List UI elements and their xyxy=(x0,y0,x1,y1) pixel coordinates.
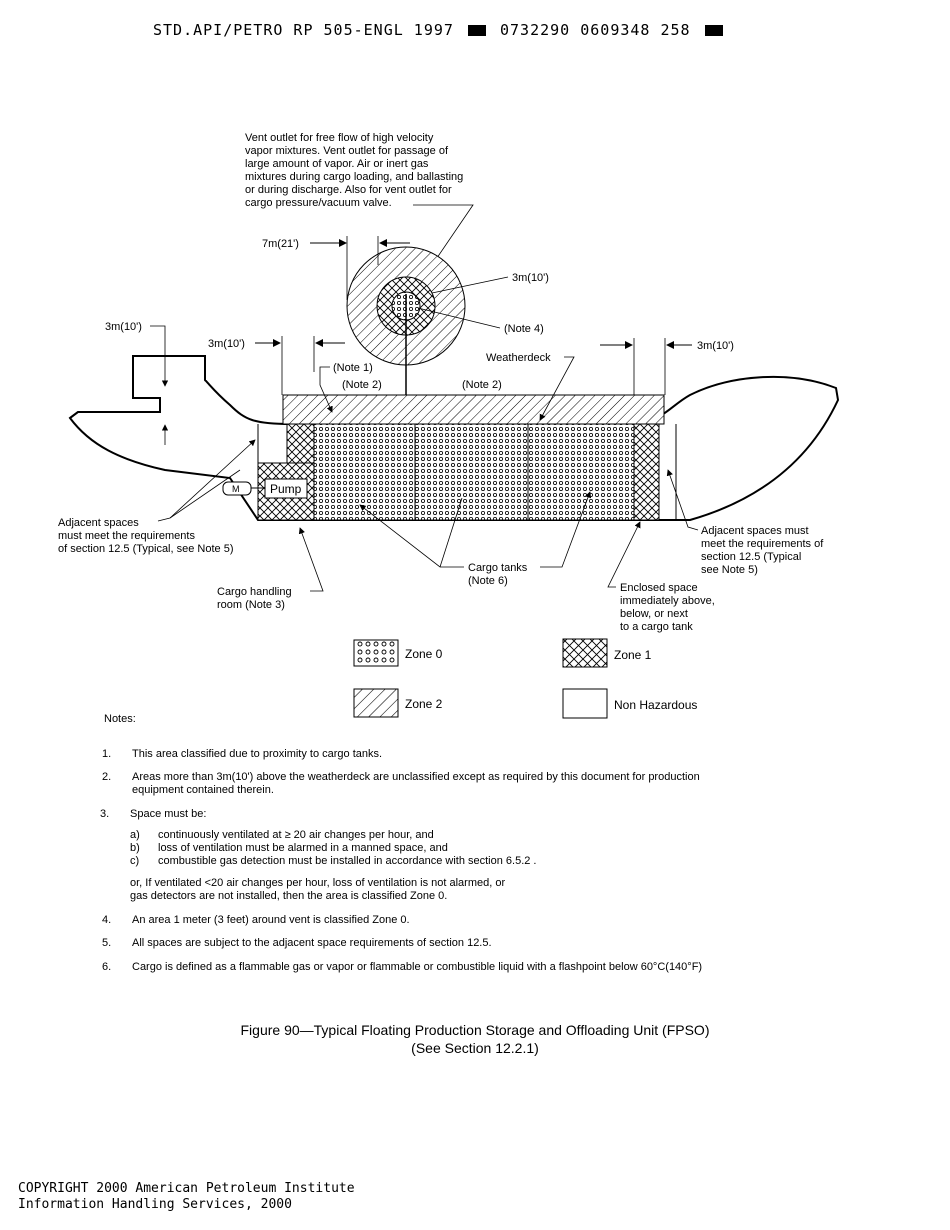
notes-title: Notes: xyxy=(104,713,136,725)
vent-callout-line: or during discharge. Also for vent outle… xyxy=(245,184,452,196)
note-number: 1. xyxy=(102,748,112,760)
sublist-text: combustible gas detection must be instal… xyxy=(158,855,537,867)
note3-or-line1: or, If ventilated <20 air changes per ho… xyxy=(130,877,506,889)
note2-left-label: (Note 2) xyxy=(342,379,382,391)
motor-label: M xyxy=(232,484,240,494)
note-text: Space must be: xyxy=(130,808,207,820)
note3-sublist: a) continuously ventilated at ≥ 20 air c… xyxy=(130,829,730,871)
sublist-key: b) xyxy=(130,842,140,854)
note-number: 4. xyxy=(102,914,112,926)
figure-caption-title: Figure 90—Typical Floating Production St… xyxy=(240,1022,710,1038)
dim-3m-left-label: 3m(10') xyxy=(208,338,245,350)
header-doc-number: 0732290 0609348 258 xyxy=(500,21,691,39)
dim-3m-right-label: 3m(10') xyxy=(697,340,734,352)
sublist-key: c) xyxy=(130,855,140,867)
copyright-footer: COPYRIGHT 2000 American Petroleum Instit… xyxy=(18,1181,355,1213)
note-item: 2. Areas more than 3m(10') above the wea… xyxy=(102,771,882,799)
vent-callout-line: vapor mixtures. Vent outlet for passage … xyxy=(245,145,449,157)
enclosed-label: Enclosed space xyxy=(620,582,698,594)
sublist-text: continuously ventilated at ≥ 20 air chan… xyxy=(158,829,434,841)
note-number: 2. xyxy=(102,771,112,783)
redaction-block xyxy=(467,25,486,36)
weatherdeck-zone2-band xyxy=(282,394,665,425)
weatherdeck-label: Weatherdeck xyxy=(486,352,551,364)
note-item: 3. Space must be: xyxy=(100,808,860,822)
note1-label: (Note 1) xyxy=(333,362,373,374)
legend-nonhaz-swatch xyxy=(562,688,608,719)
note-text: Cargo is defined as a flammable gas or v… xyxy=(132,961,703,973)
enclosed-label: below, or next xyxy=(620,608,688,620)
note-number: 6. xyxy=(102,961,112,973)
adj-right-line: see Note 5) xyxy=(701,564,758,576)
legend-zone2-swatch xyxy=(353,688,399,718)
adj-left-line: must meet the requirements xyxy=(58,530,195,542)
cargo-room-label: Cargo handling xyxy=(217,586,292,598)
copyright-line: COPYRIGHT 2000 American Petroleum Instit… xyxy=(18,1181,355,1196)
vent-callout: Vent outlet for free flow of high veloci… xyxy=(245,132,463,209)
vent-callout-line: Vent outlet for free flow of high veloci… xyxy=(245,132,434,144)
legend-zone1-label: Zone 1 xyxy=(614,648,652,662)
note-text-continued: equipment contained therein. xyxy=(132,784,274,796)
enclosed-label: immediately above, xyxy=(620,595,715,607)
dim-7m-label: 7m(21') xyxy=(262,238,299,250)
fpso-diagram: Vent outlet for free flow of high veloci… xyxy=(58,132,840,633)
fwd-cofferdam-zone1 xyxy=(633,423,660,521)
legend: Zone 0 Zone 1 Zone 2 Non Hazardous xyxy=(353,638,697,719)
note-item: 1. This area classified due to proximity… xyxy=(102,748,862,762)
cargo-tanks-label: Cargo tanks xyxy=(468,562,528,574)
note-text: Areas more than 3m(10') above the weathe… xyxy=(132,771,700,783)
note-item: 5. All spaces are subject to the adjacen… xyxy=(102,937,862,951)
pump-label: Pump xyxy=(270,482,302,496)
legend-zone1-swatch xyxy=(562,638,608,668)
sublist-key: a) xyxy=(130,829,140,841)
figure-caption-reference: (See Section 12.2.1) xyxy=(411,1040,539,1056)
cargo-room-label: room (Note 3) xyxy=(217,599,285,611)
adj-right-line: meet the requirements of xyxy=(701,538,824,550)
adj-right-line: section 12.5 (Typical xyxy=(701,551,801,563)
note3-or-line2: gas detectors are not installed, then th… xyxy=(130,890,448,902)
note-number: 3. xyxy=(100,808,110,820)
dim-3m-vent-label: 3m(10') xyxy=(512,272,549,284)
adj-right-line: Adjacent spaces must xyxy=(701,525,809,537)
cargo-tanks-label: (Note 6) xyxy=(468,575,508,587)
legend-zone2-label: Zone 2 xyxy=(405,697,443,711)
sublist-item: b) loss of ventilation must be alarmed i… xyxy=(130,842,730,855)
vent-callout-line: mixtures during cargo loading, and balla… xyxy=(245,171,463,183)
sublist-item: a) continuously ventilated at ≥ 20 air c… xyxy=(130,829,730,842)
redaction-block xyxy=(704,25,723,36)
note-text: This area classified due to proximity to… xyxy=(132,748,383,760)
adj-left-line: of section 12.5 (Typical, see Note 5) xyxy=(58,543,233,555)
sublist-item: c) combustible gas detection must be ins… xyxy=(130,855,730,868)
figure-caption: Figure 90—Typical Floating Production St… xyxy=(0,1021,950,1057)
adj-left-line: Adjacent spaces xyxy=(58,517,139,529)
legend-nonhaz-label: Non Hazardous xyxy=(614,698,697,712)
note-text: All spaces are subject to the adjacent s… xyxy=(132,937,492,949)
legend-zone0-swatch xyxy=(353,639,399,667)
document-header: STD.API/PETRO RP 505-ENGL 1997 0732290 0… xyxy=(153,21,727,39)
ship-hull xyxy=(68,355,840,521)
sublist-text: loss of ventilation must be alarmed in a… xyxy=(158,842,448,854)
enclosed-label: to a cargo tank xyxy=(620,621,693,633)
vent-callout-line: large amount of vapor. Air or inert gas xyxy=(245,158,429,170)
cargo-tanks-zone0 xyxy=(313,423,635,521)
note2-mid-label: (Note 2) xyxy=(462,379,502,391)
dim-3m-left-top-label: 3m(10') xyxy=(105,321,142,333)
legend-zone0-label: Zone 0 xyxy=(405,647,443,661)
note-item: 6. Cargo is defined as a flammable gas o… xyxy=(102,961,902,975)
header-standard-id: STD.API/PETRO RP 505-ENGL 1997 xyxy=(153,21,454,39)
copyright-line: Information Handling Services, 2000 xyxy=(18,1197,292,1212)
note4-label: (Note 4) xyxy=(504,323,544,335)
note-number: 5. xyxy=(102,937,112,949)
note-item: 4. An area 1 meter (3 feet) around vent … xyxy=(102,914,862,928)
note-text: An area 1 meter (3 feet) around vent is … xyxy=(132,914,410,926)
vent-callout-line: cargo pressure/vacuum valve. xyxy=(245,197,392,209)
